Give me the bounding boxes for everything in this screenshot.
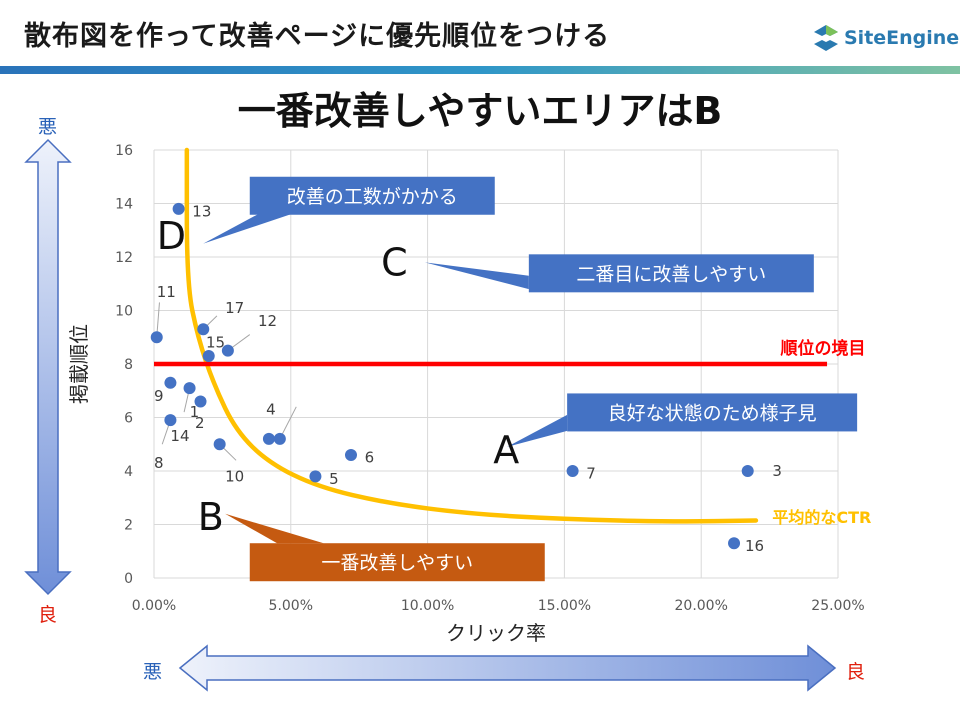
callout-text-c: 二番目に改善しやすい: [576, 263, 766, 285]
y-tick-label: 4: [124, 464, 133, 480]
data-point-13: [172, 202, 185, 215]
x-axis-good-label: 良: [846, 661, 866, 683]
page-header-title: 散布図を作って改善ページに優先順位をつける: [24, 21, 611, 52]
callout-box-c: [528, 254, 814, 293]
data-point-label: 13: [192, 203, 211, 221]
data-point-label: 8: [154, 454, 164, 472]
data-point-1: [273, 432, 286, 445]
x-tick-label: 15.00%: [538, 598, 591, 614]
region-letter-c: C: [381, 241, 408, 285]
callout-pointer-b: [225, 513, 324, 544]
y-axis-bad-label: 悪: [38, 116, 58, 138]
x-axis-bad-label: 悪: [143, 661, 163, 683]
data-point-label: 9: [154, 387, 164, 405]
data-point-9: [164, 376, 177, 389]
y-tick-label: 12: [115, 250, 133, 266]
site-engine-logo: SiteEngine: [812, 20, 959, 56]
y-tick-label: 0: [124, 571, 133, 587]
x-axis-title: クリック率: [446, 621, 546, 645]
horizontal-double-arrow: [178, 644, 837, 692]
data-point-label: 12: [258, 312, 277, 330]
data-point-label: 4: [266, 400, 276, 418]
data-point-label: 2: [195, 414, 205, 432]
data-point-label: 5: [329, 470, 339, 488]
data-point-label: 11: [157, 283, 176, 301]
x-tick-label: 5.00%: [269, 598, 313, 614]
data-point-12: [221, 344, 234, 357]
average-ctr-label: 平均的なCTR: [772, 508, 871, 527]
data-point-16: [728, 537, 741, 550]
y-axis-good-label: 良: [38, 604, 58, 626]
data-point-4: [262, 432, 275, 445]
data-point-2: [194, 395, 207, 408]
data-point-15: [202, 349, 215, 362]
x-tick-label: 25.00%: [811, 598, 864, 614]
region-letter-d: D: [157, 214, 186, 258]
callout-text-a: 良好な状態のため様子見: [608, 402, 817, 424]
callout-text-d: 改善の工数がかかる: [287, 186, 458, 208]
y-tick-label: 14: [115, 197, 133, 213]
callout-box-a: [567, 393, 858, 432]
callout-pointer-c: [424, 262, 529, 290]
callout-pointer-a: [506, 414, 568, 447]
data-point-label: 6: [365, 449, 375, 467]
y-tick-label: 10: [115, 304, 133, 320]
data-point-label: 3: [772, 462, 782, 480]
logo-text: SiteEngine: [844, 27, 960, 49]
y-tick-label: 2: [124, 518, 133, 534]
data-point-7: [566, 465, 579, 477]
vertical-double-arrow: [24, 138, 72, 596]
rank-threshold-label: 順位の境目: [781, 338, 866, 359]
x-tick-label: 0.00%: [132, 598, 176, 614]
data-point-label: 1: [190, 403, 200, 421]
callout-box-b: [249, 543, 545, 582]
callout-text-b: 一番改善しやすい: [321, 552, 473, 574]
data-point-14: [183, 382, 196, 395]
data-point-17: [197, 323, 210, 336]
main-heading: 一番改善しやすいエリアはB: [237, 89, 723, 133]
y-tick-label: 8: [124, 357, 133, 373]
y-tick-label: 6: [124, 411, 133, 427]
site-engine-logo-icon: [814, 25, 838, 51]
data-point-label: 10: [225, 467, 244, 485]
data-point-label: 17: [225, 299, 244, 317]
y-axis-title: 掲載順位: [67, 324, 91, 404]
x-tick-label: 20.00%: [675, 598, 728, 614]
region-letter-a: A: [493, 428, 519, 472]
data-point-6: [344, 448, 357, 461]
header-accent-bar: [0, 66, 960, 74]
point-leader-line: [279, 406, 297, 440]
average-ctr-curve: [184, 147, 759, 524]
data-point-11: [150, 331, 163, 344]
data-point-10: [213, 438, 226, 451]
callout-pointer-d: [203, 214, 291, 244]
y-tick-label: 16: [115, 143, 133, 159]
data-point-3: [741, 465, 754, 477]
data-point-5: [309, 470, 322, 483]
data-point-8: [164, 414, 177, 427]
x-tick-label: 10.00%: [401, 598, 454, 614]
callout-box-d: [249, 176, 495, 215]
region-letter-b: B: [198, 495, 224, 539]
data-point-label: 15: [206, 334, 225, 352]
data-point-label: 7: [586, 465, 596, 483]
data-point-label: 14: [170, 427, 189, 445]
data-point-label: 16: [745, 537, 764, 555]
